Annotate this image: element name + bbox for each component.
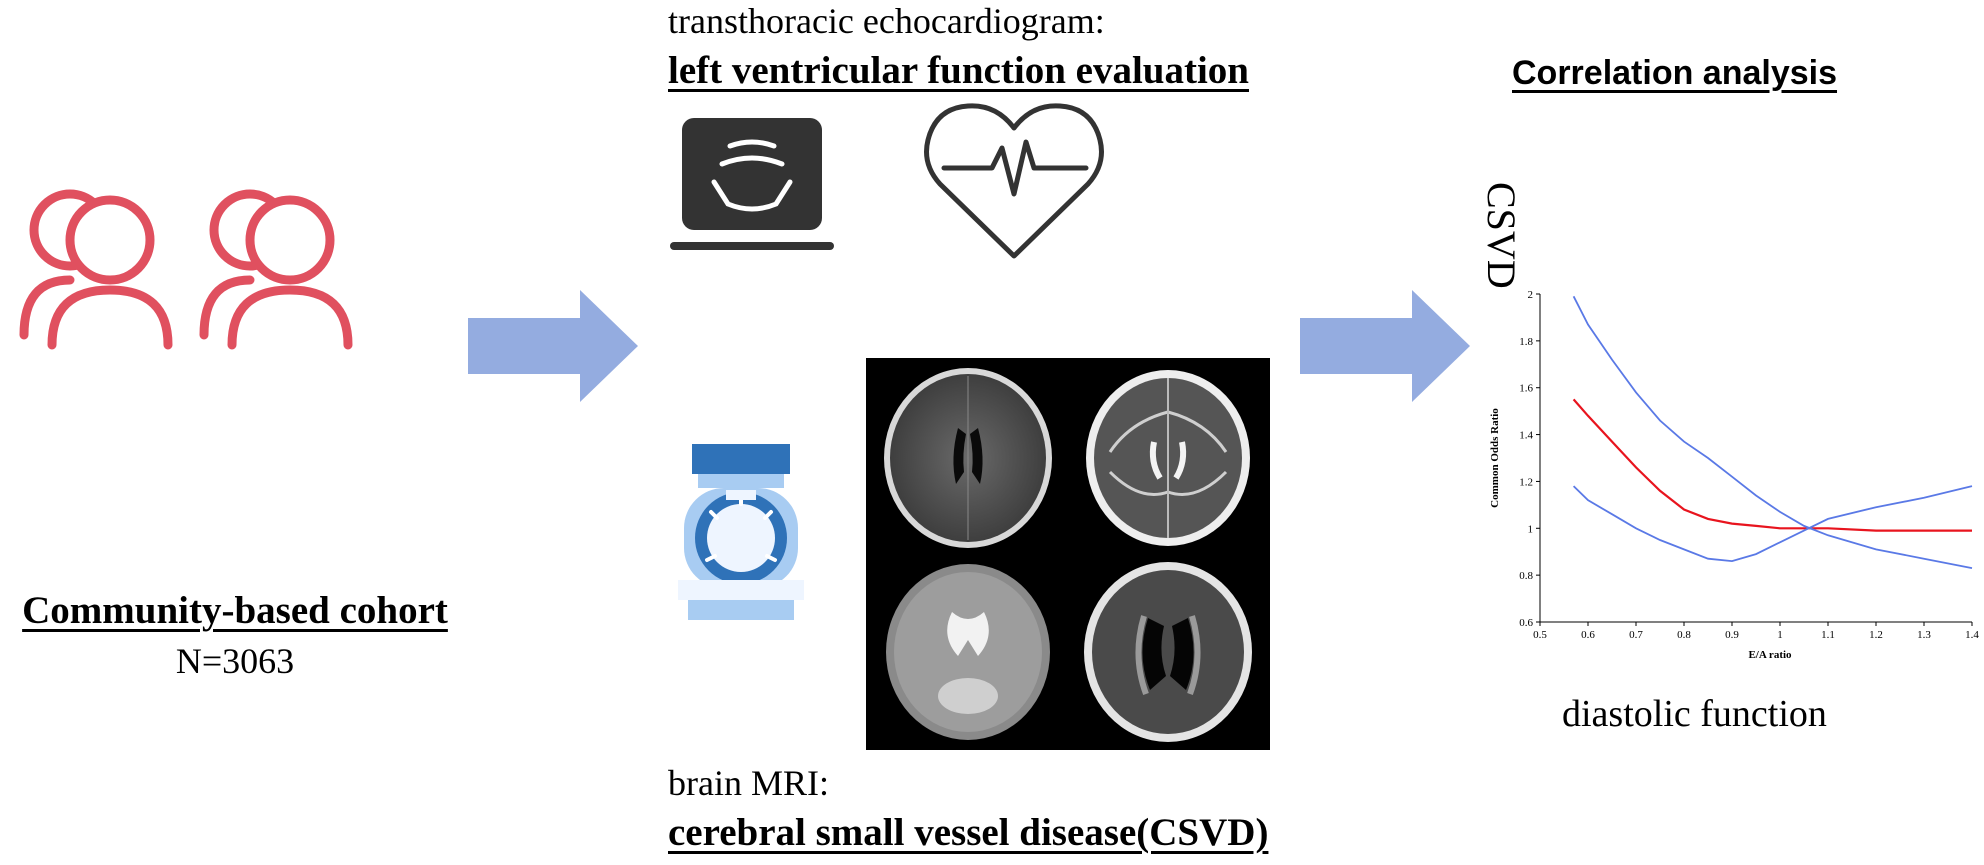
mri-method-label: brain MRI: [668,763,829,803]
brain-mri-image [886,564,1050,740]
chart-x-tick-label: 1.4 [1965,629,1979,641]
chart-x-tick-label: 1.1 [1821,629,1835,641]
brain-mri-image [884,368,1052,548]
chart-x-tick-label: 1.3 [1917,629,1931,641]
chart-y-tick-label: 1.8 [1519,336,1533,348]
chart-series-lower-ci [1572,485,1973,563]
person-pair-icon-right [199,189,353,350]
heart-pulse-icon [924,103,1104,259]
mri-heading: cerebral small vessel disease(CSVD) [668,811,1269,854]
chart-y-tick-label: 1.2 [1519,476,1533,488]
chart-x-tick-label: 0.9 [1725,629,1739,641]
ultrasound-monitor-icon [670,118,834,250]
chart-y-axis-label: Common Odds Ratio [1489,408,1501,508]
chart-y-tick-label: 0.8 [1519,570,1533,582]
cohort-size: N=3063 [175,641,295,681]
chart-y-tick-label: 2 [1528,289,1534,301]
chart-y-tick-label: 1.4 [1519,430,1533,442]
arrow-right-icon [1300,290,1470,402]
chart-x-tick-label: 0.5 [1533,629,1547,641]
chart-series-layer [1572,295,1973,569]
chart-x-tick-label: 0.8 [1677,629,1691,641]
chart-y-tick-label: 0.6 [1519,617,1533,629]
chart-x-tick-label: 0.6 [1581,629,1595,641]
person-pair-icon-left [19,189,173,350]
people-icons [19,189,353,350]
chart-series-estimate [1572,398,1972,532]
echo-method-label: transthoracic echocardiogram: [668,1,1105,41]
mri-scanner-icon [678,444,804,620]
brain-mri-image [1084,562,1252,742]
chart-series-upper-ci [1572,295,1973,569]
chart-y-tick-label: 1 [1528,523,1534,535]
chart-outer-y-label: CSVD [1479,182,1524,289]
brain-mri-panel [866,358,1270,750]
chart-outer-x-label: diastolic function [1562,693,1827,735]
chart-y-tick-label: 1.6 [1519,383,1533,395]
brain-mri-image [1086,370,1250,546]
chart-x-tick-label: 0.7 [1629,629,1643,641]
correlation-title: Correlation analysis [1512,54,1838,92]
chart-x-tick-label: 1.2 [1869,629,1883,641]
echo-heading: left ventricular function evaluation [668,49,1249,92]
chart-x-tick-label: 1 [1777,629,1783,641]
arrow-right-icon [468,290,638,402]
cohort-title: Community-based cohort [22,589,448,632]
chart-x-axis-label: E/A ratio [1748,649,1792,660]
